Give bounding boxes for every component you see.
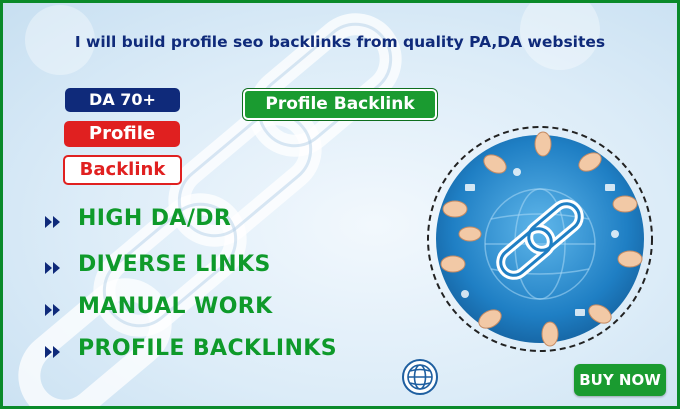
feature-label: DIVERSE LINKS (78, 252, 271, 277)
buy-now-button[interactable]: BUY NOW (574, 364, 666, 396)
profile-badge: Profile (64, 121, 180, 147)
da-badge: DA 70+ (65, 88, 180, 112)
profile-backlink-badge: Profile Backlink (243, 89, 437, 120)
double-chevron-right-icon (45, 262, 60, 274)
double-chevron-right-icon (45, 346, 60, 358)
feature-label: PROFILE BACKLINKS (78, 336, 337, 361)
feature-label: HIGH DA/DR (78, 206, 232, 231)
double-chevron-right-icon (45, 304, 60, 316)
double-chevron-right-icon (45, 216, 60, 228)
globe-icon (402, 359, 438, 395)
backlink-badge: Backlink (63, 155, 182, 185)
feature-label: MANUAL WORK (78, 294, 273, 319)
chain-link-globe-illustration (427, 126, 653, 352)
page-title: I will build profile seo backlinks from … (74, 33, 606, 51)
